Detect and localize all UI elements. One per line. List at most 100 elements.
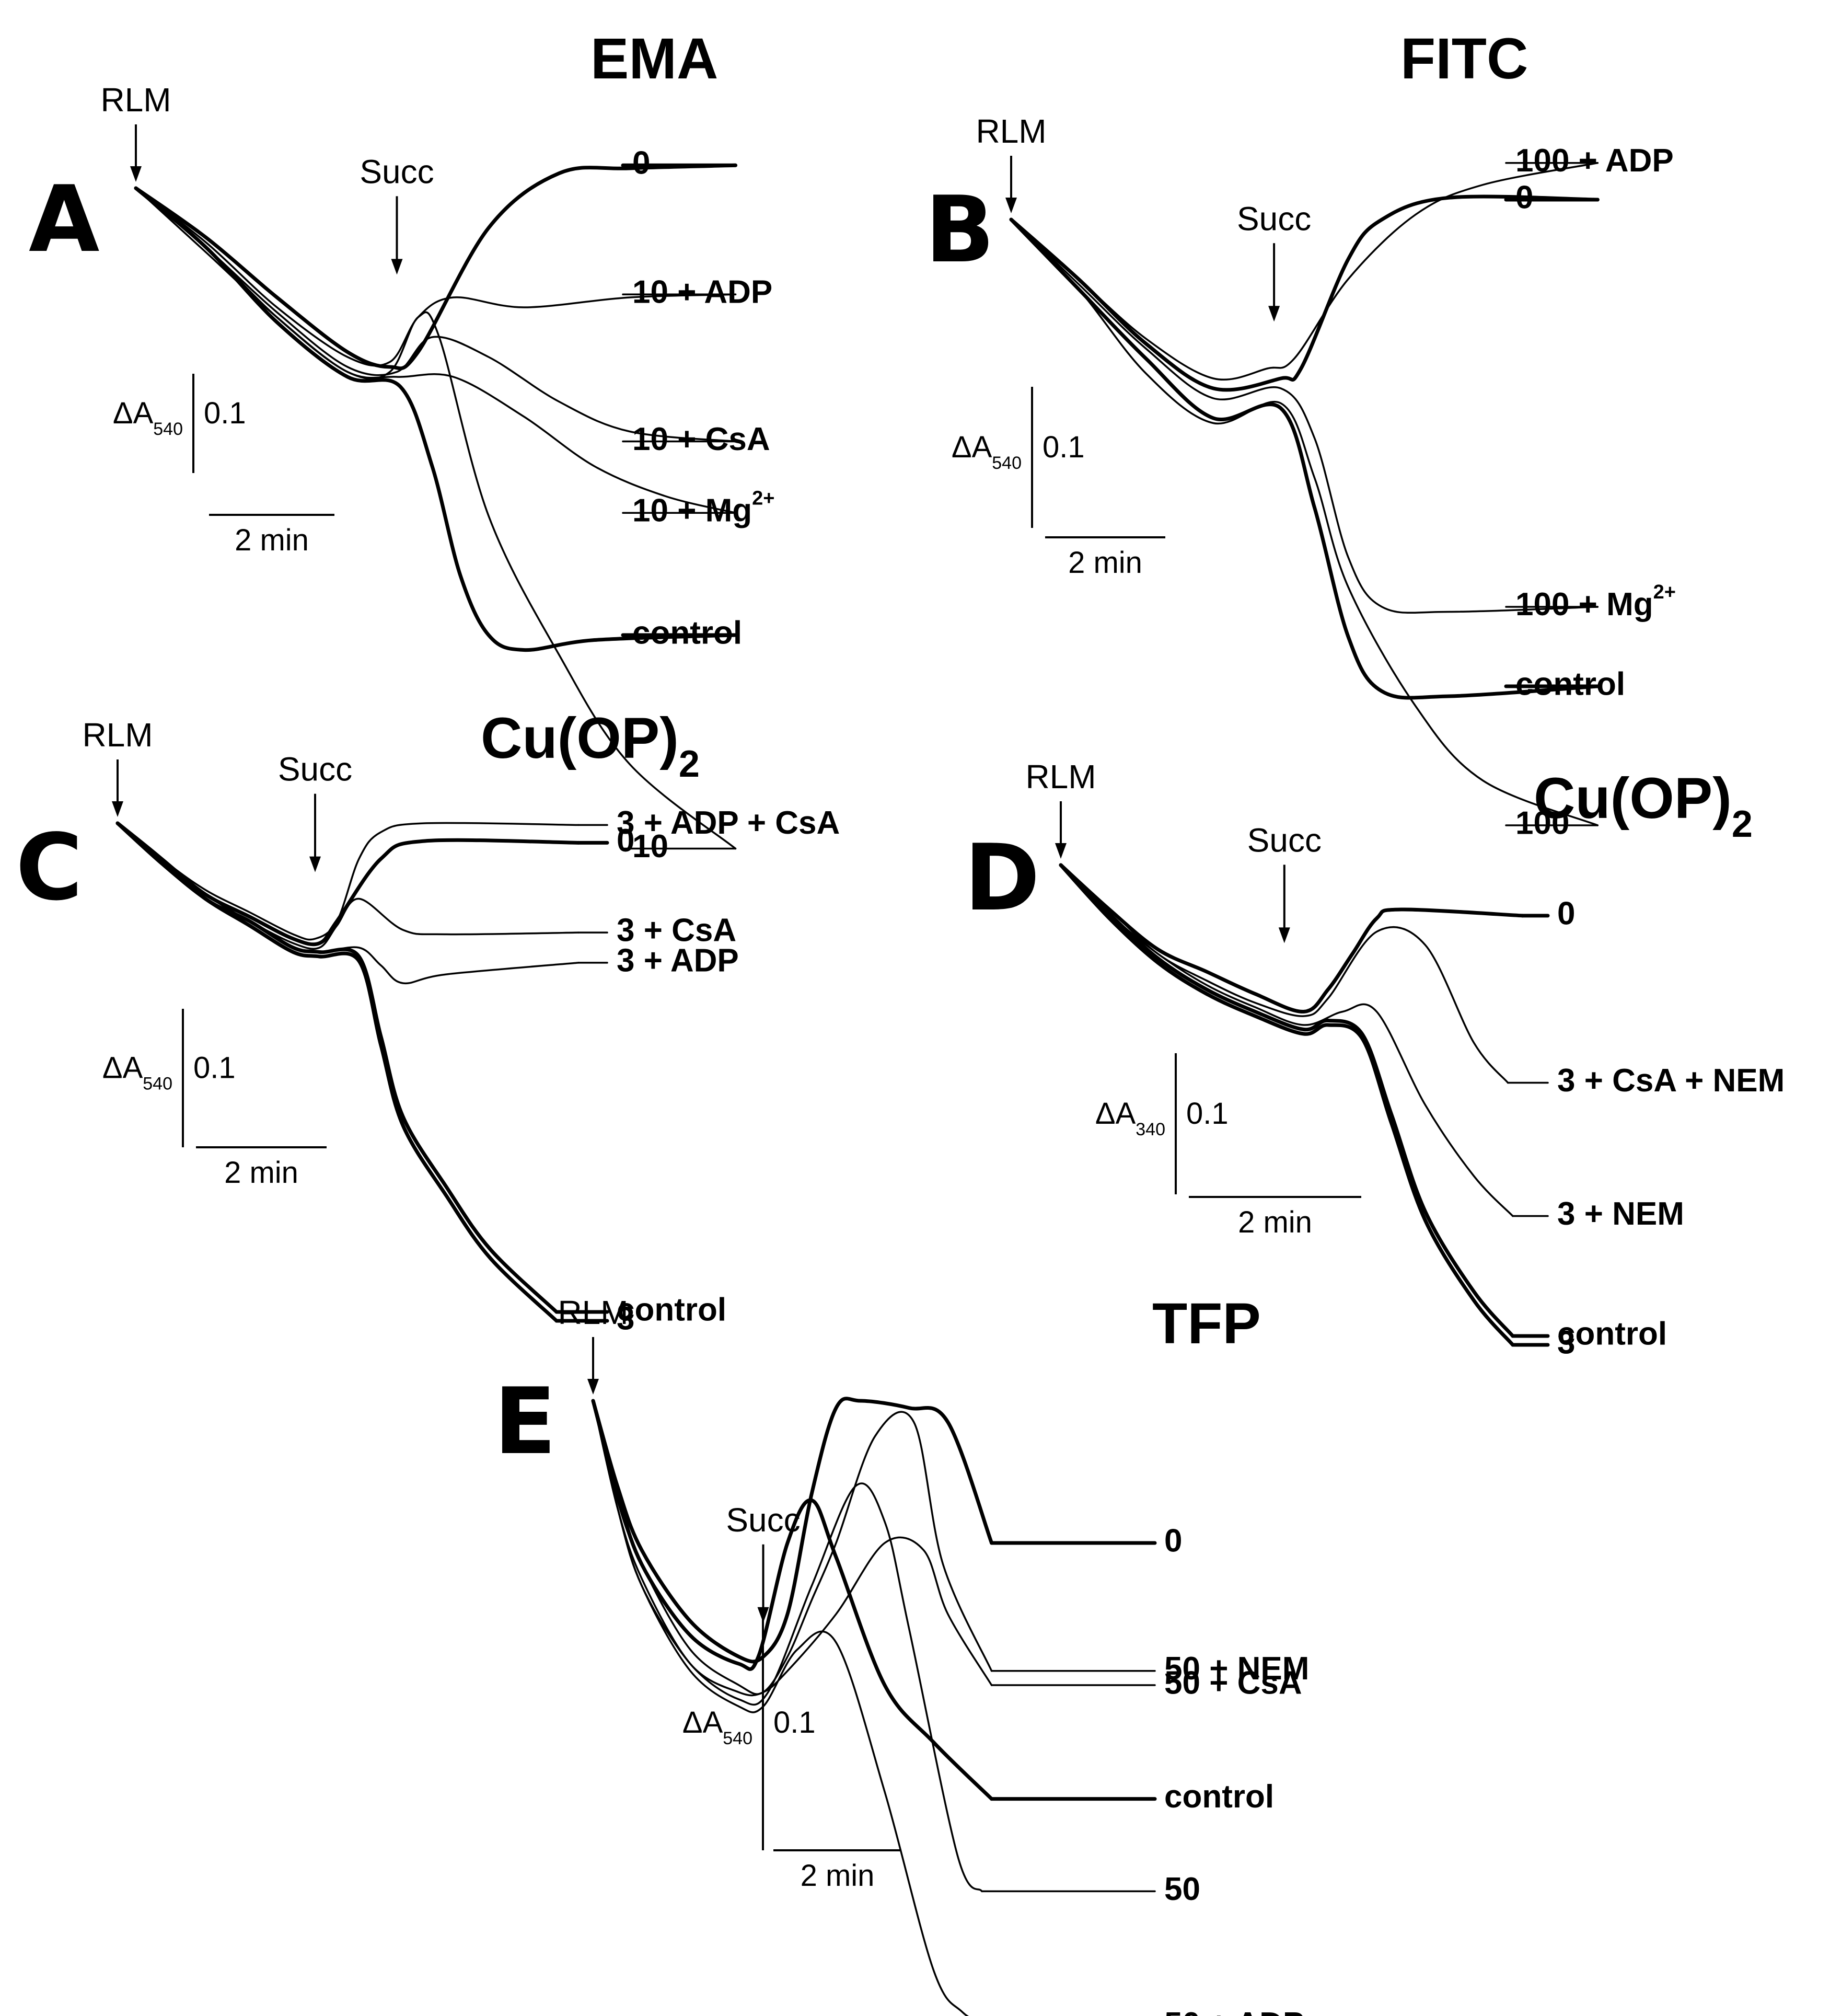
y-scale-label-text: ΔA — [952, 430, 992, 464]
succ-event-label: Succ — [278, 751, 352, 788]
succ-event-arrow-head — [1278, 927, 1290, 943]
series-trace — [1059, 863, 1515, 1347]
panel-letter: B — [925, 177, 994, 283]
series-label: 3 + NEM — [1557, 1196, 1684, 1232]
series-label: 0 — [1515, 179, 1533, 215]
series-label: 3 + CsA + NEM — [1557, 1063, 1785, 1099]
y-scale-label-subscript: 340 — [1136, 1120, 1165, 1139]
panel-title: EMA — [590, 27, 718, 91]
series-label-text: 10 + Mg — [632, 493, 752, 529]
panel-title-text: Cu(OP) — [1534, 766, 1732, 831]
rlm-event-arrow-head — [130, 166, 142, 182]
y-scale-value: 0.1 — [204, 396, 246, 430]
y-scale-label: ΔA540 — [952, 430, 1022, 473]
series-trace — [115, 821, 559, 1323]
series-trace — [1059, 863, 1524, 1014]
y-scale-label-text: ΔA — [682, 1706, 723, 1739]
panel-title: Cu(OP)2 — [481, 706, 700, 785]
y-scale-value: 0.1 — [1043, 430, 1085, 464]
series-trace — [135, 187, 737, 850]
panel-title-text: Cu(OP) — [481, 706, 679, 770]
series-trace — [591, 1397, 994, 1664]
panel-letter: E — [494, 1369, 557, 1475]
x-scale-value: 2 min — [1068, 546, 1142, 580]
series-label: 100 + Mg2+ — [1515, 581, 1676, 623]
series-label: 50 + NEM — [1164, 1651, 1309, 1687]
y-scale-label-text: ΔA — [1095, 1097, 1136, 1131]
series-label: 10 + ADP — [632, 274, 772, 310]
y-scale-label: ΔA540 — [102, 1051, 172, 1094]
series-label: control — [1164, 1779, 1274, 1815]
series-trace — [1009, 217, 1600, 700]
y-scale-value: 0.1 — [193, 1051, 236, 1085]
rlm-event-label: RLM — [558, 1294, 628, 1331]
series-trace — [592, 1400, 983, 1893]
y-scale-value: 0.1 — [1186, 1097, 1229, 1131]
series-trace — [117, 822, 580, 950]
series-label: 0 — [1557, 895, 1575, 931]
rlm-event-label: RLM — [82, 716, 153, 754]
y-scale-label: ΔA540 — [682, 1706, 752, 1748]
rlm-event-label: RLM — [976, 112, 1046, 150]
series-label: 0 — [1164, 1523, 1182, 1559]
series-trace — [135, 187, 737, 367]
succ-event-label: Succ — [1237, 200, 1311, 237]
rlm-event-label: RLM — [1025, 758, 1096, 796]
succ-event-arrow-head — [309, 856, 321, 872]
series-label: 3 — [617, 1300, 634, 1337]
y-scale-label-text: ΔA — [102, 1051, 143, 1085]
succ-event-label: Succ — [1247, 821, 1322, 859]
series-trace — [1009, 194, 1600, 392]
y-scale-label-subscript: 540 — [153, 419, 183, 439]
series-label-text: 100 + Mg — [1515, 586, 1653, 623]
series-trace — [135, 187, 737, 443]
series-label: 100 + ADP — [1515, 143, 1674, 179]
rlm-event-arrow-head — [112, 801, 123, 817]
panel-title-text: TFP — [1152, 1292, 1261, 1356]
series-label: 50 — [1164, 1871, 1200, 1907]
series-label: 100 — [1515, 805, 1569, 841]
x-scale-value: 2 min — [224, 1156, 298, 1190]
series-trace — [117, 822, 580, 941]
series-label: control — [1557, 1316, 1667, 1352]
series-label: control — [617, 1292, 726, 1328]
series-label: 0 — [632, 145, 650, 181]
panel-title-subscript: 2 — [1732, 803, 1753, 845]
rlm-event-arrow-head — [1055, 843, 1067, 859]
succ-event-arrow-head — [391, 259, 403, 275]
panel-title-text: EMA — [590, 27, 718, 91]
succ-event-arrow-head — [757, 1607, 769, 1623]
series-label: 0 — [617, 823, 634, 859]
series-label: 50 + ADP — [1164, 2006, 1304, 2016]
series-label: 10 + Mg2+ — [632, 487, 774, 528]
series-trace — [134, 163, 737, 371]
panel-title: FITC — [1400, 27, 1528, 91]
series-label: control — [1515, 666, 1625, 702]
y-scale-label: ΔA540 — [113, 396, 183, 439]
series-label-superscript: 2+ — [1653, 581, 1676, 603]
series-trace — [135, 187, 737, 514]
panel-letter: D — [964, 825, 1040, 931]
panel-title: TFP — [1152, 1292, 1261, 1356]
series-label: 3 + ADP — [617, 942, 739, 978]
succ-event-arrow-head — [1268, 306, 1280, 322]
panel-title-text: FITC — [1400, 27, 1528, 91]
rlm-event-arrow-head — [587, 1379, 599, 1395]
series-trace — [1010, 218, 1599, 826]
series-label: control — [632, 615, 742, 651]
series-label: 10 — [632, 828, 668, 865]
rlm-event-arrow-head — [1005, 198, 1017, 213]
x-scale-value: 2 min — [235, 523, 309, 557]
y-scale-label-subscript: 540 — [992, 453, 1022, 473]
y-scale-label-text: ΔA — [113, 396, 154, 430]
y-scale-value: 0.1 — [773, 1706, 816, 1739]
x-scale-value: 2 min — [1238, 1205, 1312, 1239]
series-trace — [1060, 864, 1514, 1217]
panel-letter: C — [16, 815, 83, 921]
